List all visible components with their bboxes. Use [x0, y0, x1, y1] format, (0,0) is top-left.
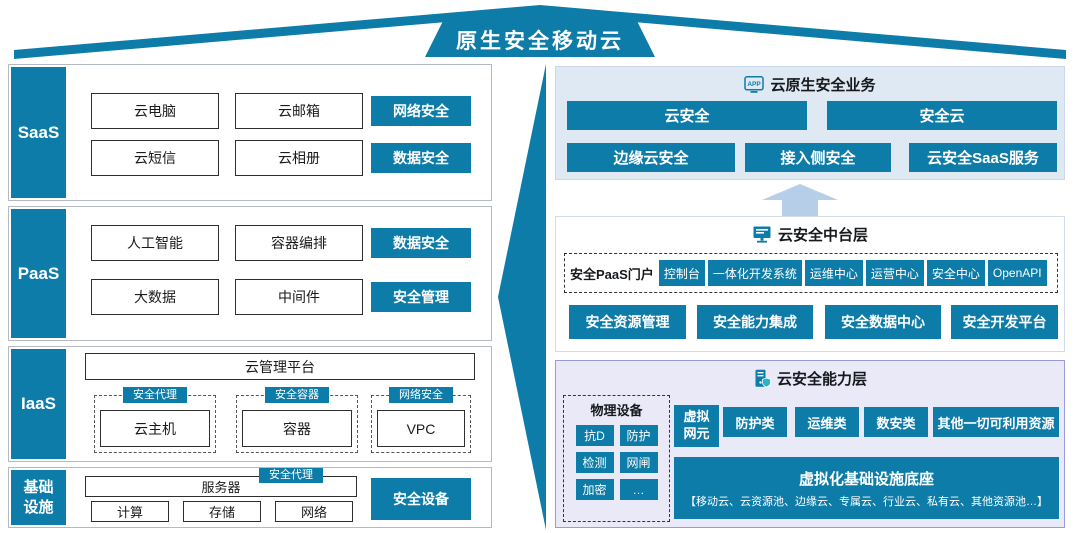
- physical-item-gatekeeper: 网闸: [619, 452, 658, 473]
- service-capability-integration: 安全能力集成: [697, 305, 813, 339]
- physical-item-antiddos: 抗D: [575, 425, 614, 446]
- capability-panel: 云安全能力层 物理设备 抗D 防护 检测 网闸 加密 … 虚拟网元 防护类 运维…: [555, 360, 1065, 528]
- iaas-group-container: 安全容器 容器: [236, 387, 358, 453]
- paas-layer: PaaS 人工智能 容器编排 数据安全 大数据 中间件 安全管理: [8, 206, 492, 341]
- paas-security-data: 数据安全: [371, 228, 471, 258]
- business-cloud-security: 云安全: [567, 101, 807, 130]
- service-dev-platform: 安全开发平台: [951, 305, 1058, 339]
- portal-item-operation-center: 运营中心: [865, 260, 924, 286]
- cloud-mgmt-platform: 云管理平台: [85, 353, 475, 380]
- virtual-protection-class: 防护类: [723, 407, 787, 437]
- monitor-icon: [753, 226, 771, 243]
- page-title: 原生安全移动云: [456, 30, 624, 53]
- iaas-layer: IaaS 云管理平台 安全代理 云主机 安全容器 容器 网络安全 VPC: [8, 346, 492, 462]
- virtual-element-label: 虚拟网元: [674, 405, 719, 447]
- physical-devices-items: 抗D 防护 检测 网闸 加密 …: [564, 419, 669, 506]
- business-access-security: 接入侧安全: [745, 143, 891, 172]
- virtual-other-resources: 其他一切可利用资源: [933, 407, 1059, 437]
- up-arrow: [762, 184, 838, 216]
- svg-text:APP: APP: [748, 81, 762, 88]
- service-data-center: 安全数据中心: [825, 305, 941, 339]
- capability-header-text: 云安全能力层: [776, 371, 867, 388]
- iaas-box-host: 云主机: [100, 410, 210, 447]
- iaas-label: IaaS: [11, 349, 66, 459]
- portal-item-console: 控制台: [658, 260, 705, 286]
- virtual-ops-class: 运维类: [795, 407, 859, 437]
- paas-box-ai: 人工智能: [91, 225, 219, 261]
- paas-box-bigdata: 大数据: [91, 279, 219, 315]
- portal-item-dev-system: 一体化开发系统: [707, 260, 802, 286]
- portal-item-ops-center: 运维中心: [804, 260, 863, 286]
- business-edge-cloud-security: 边缘云安全: [567, 143, 735, 172]
- portal-label: 安全PaaS门户: [570, 266, 654, 282]
- virtualization-base-subtitle: 【移动云、云资源池、边缘云、专属云、行业云、私有云、其他资源池…】: [685, 495, 1048, 508]
- portal-item-security-center: 安全中心: [926, 260, 985, 286]
- business-saas-service: 云安全SaaS服务: [909, 143, 1057, 172]
- infra-label-text: 基础设施: [23, 479, 54, 516]
- iaas-box-container: 容器: [242, 410, 352, 447]
- physical-devices-box: 物理设备 抗D 防护 检测 网闸 加密 …: [563, 395, 670, 522]
- business-panel: APP 云原生安全业务 云安全 安全云 边缘云安全 接入侧安全 云安全SaaS服…: [555, 66, 1065, 180]
- saas-security-data: 数据安全: [371, 143, 471, 173]
- infra-box-storage: 存储: [183, 501, 261, 522]
- iaas-group-host: 安全代理 云主机: [94, 387, 216, 453]
- paas-security-mgmt: 安全管理: [371, 282, 471, 312]
- physical-item-protection: 防护: [619, 425, 658, 446]
- business-security-cloud: 安全云: [827, 101, 1057, 130]
- saas-layer: SaaS 云电脑 云邮箱 网络安全 云短信 云相册 数据安全: [8, 64, 492, 201]
- infra-box-network: 网络: [275, 501, 353, 522]
- virtualization-base-title: 虚拟化基础设施底座: [798, 470, 934, 488]
- security-container-tag: 安全容器: [265, 387, 329, 403]
- infra-label: 基础设施: [11, 470, 66, 525]
- paas-label: PaaS: [11, 209, 66, 338]
- paas-box-middleware: 中间件: [235, 279, 363, 315]
- platform-panel: 云安全中台层 安全PaaS门户 控制台 一体化开发系统 运维中心 运营中心 安全…: [555, 216, 1065, 352]
- physical-devices-title: 物理设备: [590, 403, 643, 418]
- virtual-datasec-class: 数安类: [864, 407, 928, 437]
- capability-header: 云安全能力层: [556, 368, 1064, 389]
- service-resource-mgmt: 安全资源管理: [569, 305, 686, 339]
- infra-layer: 基础设施 安全代理 服务器 计算 存储 网络 安全设备: [8, 467, 492, 528]
- iaas-box-vpc: VPC: [377, 410, 465, 447]
- platform-header: 云安全中台层: [556, 224, 1064, 245]
- physical-item-detection: 检测: [575, 452, 614, 473]
- saas-box-cloud-pc: 云电脑: [91, 93, 219, 129]
- infra-security-device: 安全设备: [371, 478, 471, 520]
- server-shield-icon: [755, 369, 771, 387]
- physical-item-encryption: 加密: [575, 479, 614, 500]
- saas-box-cloud-mail: 云邮箱: [235, 93, 363, 129]
- virtualization-base: 虚拟化基础设施底座 【移动云、云资源池、边缘云、专属云、行业云、私有云、其他资源…: [674, 457, 1059, 519]
- business-header-text: 云原生安全业务: [770, 77, 876, 94]
- portal-item-openapi: OpenAPI: [987, 260, 1047, 286]
- platform-header-text: 云安全中台层: [777, 227, 868, 244]
- portal-dashed-box: 安全PaaS门户 控制台 一体化开发系统 运维中心 运营中心 安全中心 Open…: [564, 253, 1058, 293]
- network-security-tag: 网络安全: [389, 387, 453, 403]
- iaas-group-vpc: 网络安全 VPC: [371, 387, 471, 453]
- paas-box-container-orch: 容器编排: [235, 225, 363, 261]
- left-arrow: [498, 64, 546, 530]
- saas-security-network: 网络安全: [371, 96, 471, 126]
- saas-label: SaaS: [11, 67, 66, 198]
- physical-item-more: …: [619, 479, 658, 500]
- saas-box-cloud-album: 云相册: [235, 140, 363, 176]
- infra-box-compute: 计算: [91, 501, 169, 522]
- saas-box-cloud-sms: 云短信: [91, 140, 219, 176]
- security-agent-tag: 安全代理: [123, 387, 187, 403]
- roof-arrow: [14, 5, 1066, 59]
- server-security-agent-tag: 安全代理: [259, 468, 323, 483]
- virtual-element-text: 虚拟网元: [683, 409, 710, 441]
- app-icon: APP: [744, 76, 765, 93]
- business-header: APP 云原生安全业务: [556, 74, 1064, 95]
